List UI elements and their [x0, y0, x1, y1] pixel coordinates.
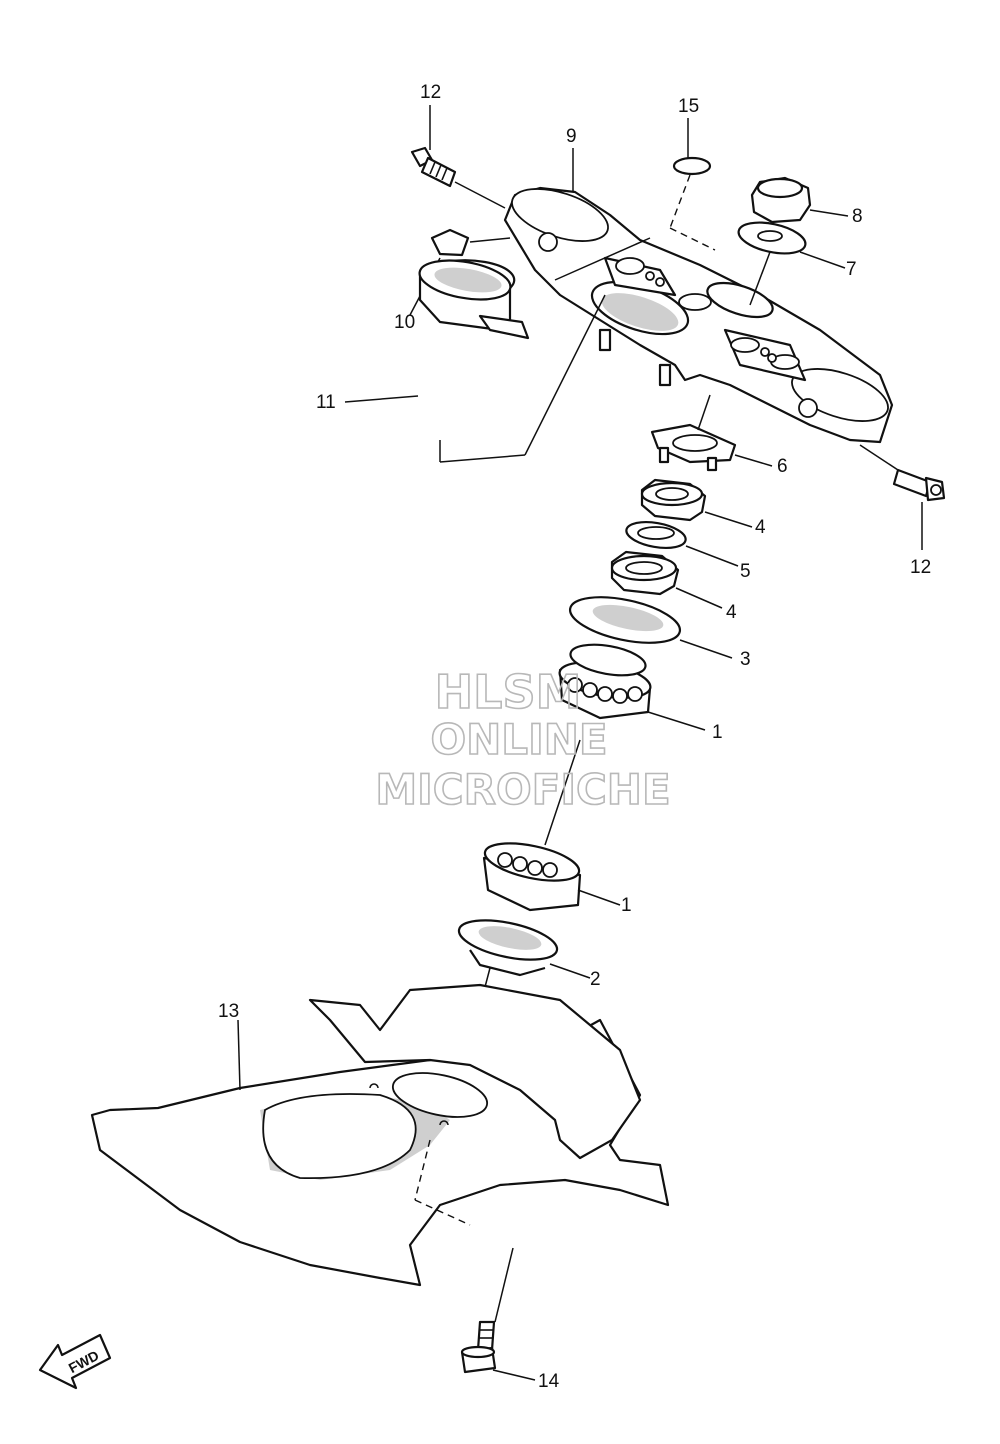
callout-15: 15 — [678, 96, 699, 117]
watermark: HLSM ONLINE MICROFICHE — [375, 664, 672, 815]
callout-9: 9 — [566, 126, 577, 147]
callout-4-lower: 4 — [726, 602, 737, 623]
bearing-1-lower — [482, 842, 582, 912]
callout-3: 3 — [740, 649, 751, 670]
washer-5 — [625, 520, 687, 550]
callout-10: 10 — [394, 312, 415, 333]
callout-2: 2 — [590, 969, 601, 990]
washer-7 — [737, 221, 807, 255]
callout-5: 5 — [740, 561, 751, 582]
under-bracket-13 — [90, 983, 670, 1287]
oil-seal-2 — [457, 919, 559, 977]
callout-13: 13 — [218, 1001, 239, 1022]
clip-10 — [430, 228, 470, 257]
callout-12-lower: 12 — [910, 557, 931, 578]
callout-1-lower: 1 — [621, 895, 632, 916]
watermark-line1: HLSM — [435, 665, 582, 719]
callout-14: 14 — [538, 1371, 560, 1392]
oring-15 — [672, 156, 712, 176]
guide-ring-11 — [418, 259, 530, 340]
bolt-12-lower — [892, 468, 946, 502]
callout-12-upper: 12 — [420, 82, 441, 103]
bearing-1-upper — [558, 643, 652, 720]
watermark-line3: MICROFICHE — [375, 765, 670, 814]
ring-nut-4-lower — [610, 550, 680, 596]
callout-6: 6 — [777, 456, 788, 477]
callout-7: 7 — [846, 259, 857, 280]
bolt-12-upper — [410, 146, 457, 188]
callout-8: 8 — [852, 206, 863, 227]
callouts: 12 15 9 8 7 10 11 6 4 12 5 4 3 1 1 2 13 … — [218, 82, 931, 1392]
callout-4-upper: 4 — [755, 517, 766, 538]
dust-seal-3 — [568, 596, 682, 644]
ring-nut-4-upper — [640, 478, 707, 522]
callout-11: 11 — [316, 392, 336, 413]
callout-1-upper: 1 — [712, 722, 723, 743]
watermark-line2: ONLINE — [430, 715, 607, 764]
lock-washer-6 — [650, 423, 737, 472]
bolt-14 — [460, 1320, 497, 1374]
upper-bracket — [503, 186, 894, 444]
cap-nut-8 — [750, 176, 812, 224]
fwd-arrow: FWD — [38, 1333, 112, 1390]
